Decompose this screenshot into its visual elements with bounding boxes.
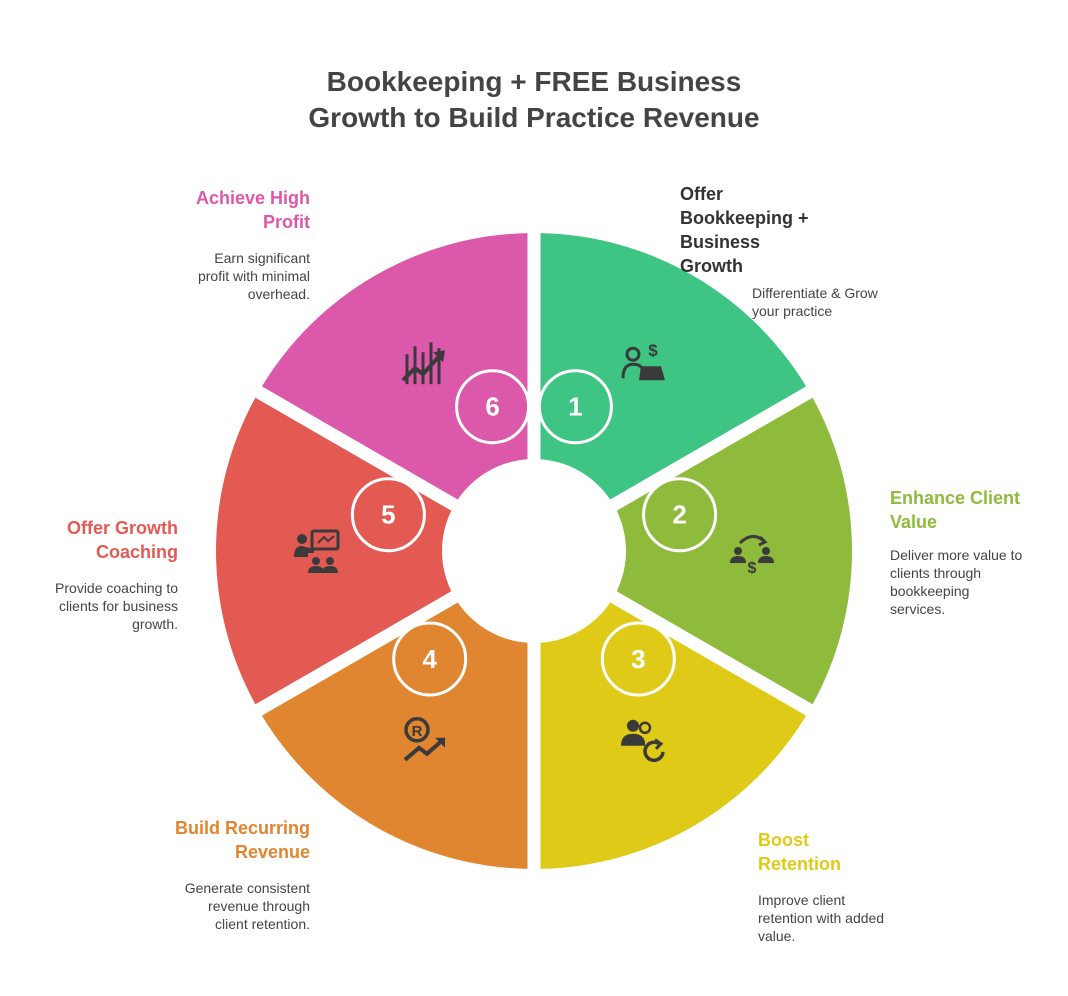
diagram-title: Bookkeeping + FREE Business Growth to Bu…: [0, 64, 1068, 136]
revenue-trend-icon: R: [403, 717, 445, 762]
profit-chart-arrow-icon: [401, 342, 445, 385]
segment-1-number: 1: [568, 392, 582, 422]
segment-2-badge: 2: [642, 477, 718, 553]
svg-text:$: $: [648, 341, 658, 360]
segment-5-badge: 5: [350, 477, 426, 553]
segment-6-shape: [261, 233, 528, 500]
segment-5-description: Provide coaching to clients for business…: [55, 580, 178, 632]
segment-2-description: Deliver more value to clients through bo…: [890, 547, 1023, 617]
segment-4-badge: 4: [392, 621, 468, 697]
title-line-1: Bookkeeping + FREE Business: [326, 66, 742, 97]
svg-text:R: R: [412, 723, 423, 740]
users-refresh-icon: [621, 719, 665, 762]
segment-5-shape: [216, 397, 452, 705]
segment-2-label: Enhance Client Value: [890, 488, 1021, 532]
segment-1-label: Offer Bookkeeping + Business Growth: [680, 184, 809, 276]
segment-6-number: 6: [485, 392, 499, 422]
segment-1-badge: 1: [537, 369, 613, 445]
accountant-laptop-dollar-icon: $: [621, 341, 665, 381]
segment-6-description: Earn significant profit with minimal ove…: [197, 250, 310, 302]
title-line-2: Growth to Build Practice Revenue: [308, 102, 760, 133]
people-exchange-dollar-icon: $: [730, 535, 774, 577]
svg-text:$: $: [748, 560, 757, 577]
segment-6-badge: 6: [455, 369, 531, 445]
segment-1-shape: [540, 233, 807, 500]
coaching-presentation-icon: [294, 529, 340, 573]
segment-3-description: Improve client retention with added valu…: [758, 892, 885, 944]
segment-4-label: Build Recurring Revenue: [174, 818, 310, 862]
segment-4-number: 4: [422, 644, 437, 674]
segment-4-description: Generate consistent revenue through clie…: [184, 880, 310, 932]
segment-3-label: Boost Retention: [758, 830, 841, 874]
segment-2-number: 2: [672, 500, 686, 530]
segment-5-number: 5: [381, 500, 395, 530]
segment-3-number: 3: [631, 644, 645, 674]
segment-5-label: Offer Growth Coaching: [67, 518, 178, 562]
segment-1-description: Differentiate & Grow your practice: [752, 285, 878, 319]
segment-3-badge: 3: [600, 621, 676, 697]
segment-6-label: Achieve High Profit: [195, 188, 310, 232]
